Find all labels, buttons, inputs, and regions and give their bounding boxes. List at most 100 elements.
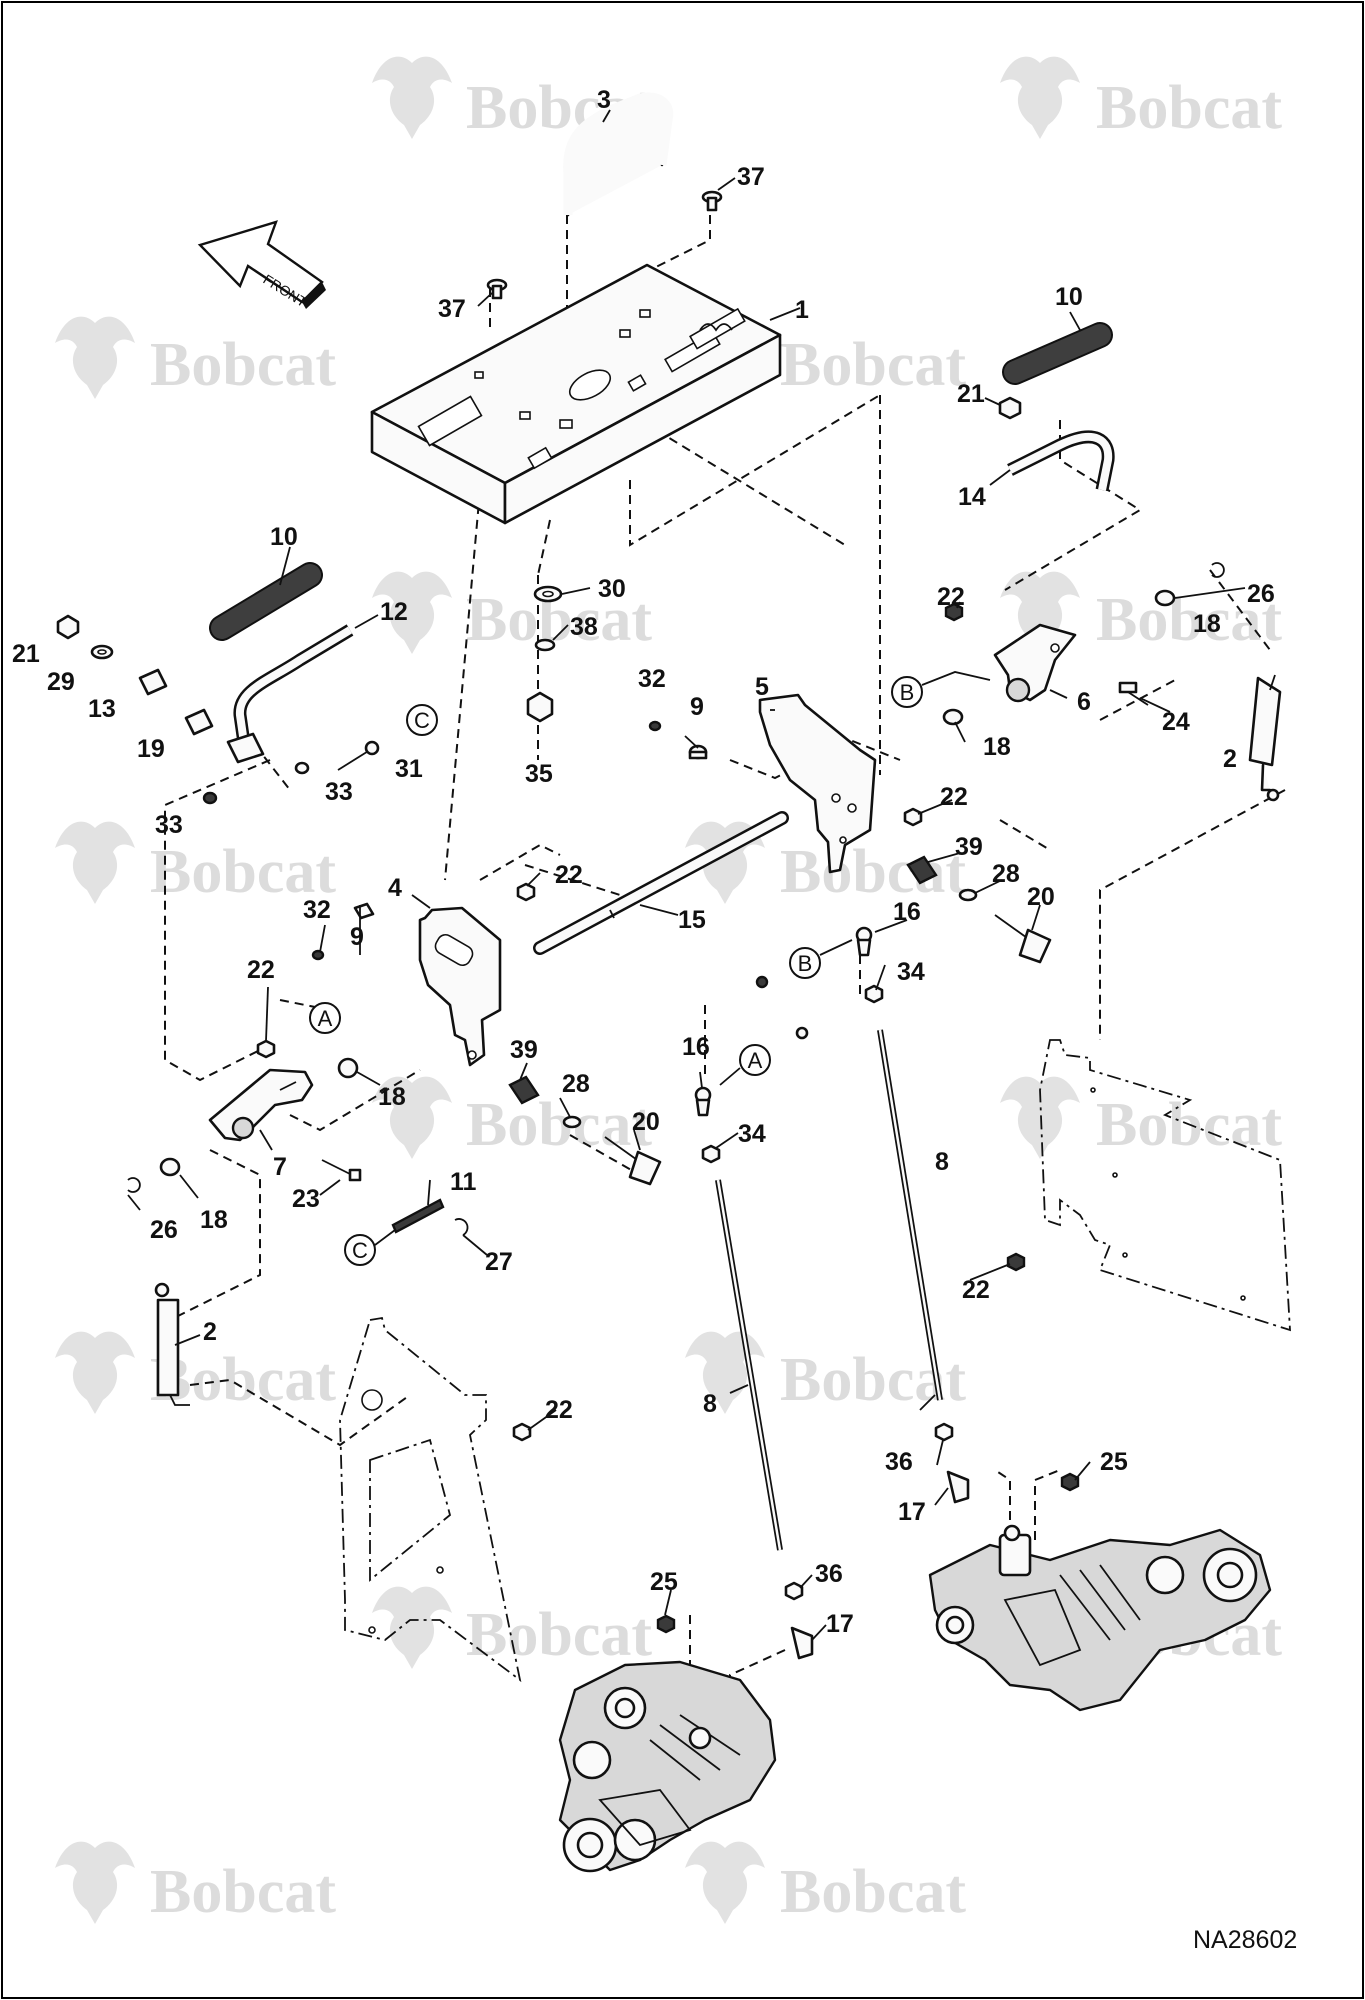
clip-26-left [127,1177,141,1193]
callout-2-left: 2 [203,1318,217,1346]
callout-19: 19 [137,735,165,763]
bobcat-watermark: Bobcat Bobcat Bobcat Bobcat Bobcat Bobca… [55,56,1282,1926]
washer-30 [533,585,563,603]
callout-15: 15 [678,906,706,934]
nut-25-right [1060,1472,1080,1492]
callout-9-left: 9 [350,923,364,951]
reference-marker-C-lower: C [344,1229,396,1266]
callout-18-left-a: 18 [378,1083,406,1111]
svg-text:Bobcat: Bobcat [1096,74,1282,142]
nut-36-right [934,1422,954,1442]
svg-text:B: B [798,951,813,976]
washer-29 [90,644,114,660]
callout-numbers: 1 2 2 3 4 5 6 7 8 8 9 9 10 10 11 12 13 1… [12,86,1275,1638]
callout-13: 13 [88,695,116,723]
callout-29: 29 [47,668,75,696]
callout-28-left: 28 [562,1070,590,1098]
callout-33-a: 33 [325,778,353,806]
svg-text:C: C [352,1238,368,1263]
svg-text:Bobcat: Bobcat [780,331,966,399]
callout-22-right-panel: 22 [962,1276,990,1304]
nut-34-right [864,984,884,1004]
side-panel-left [339,1316,522,1683]
washer-38 [534,638,556,652]
rod-end-17-right [946,1470,970,1504]
callout-34-left: 34 [738,1120,766,1148]
nut-21-left [56,614,80,640]
nut-35 [526,691,554,723]
callout-14: 14 [958,483,986,511]
callout-21-left: 21 [12,640,40,668]
callout-33-b: 33 [155,811,183,839]
knob-20-left [604,1136,662,1186]
callout-8-right: 8 [935,1148,949,1176]
spring-11 [391,1198,445,1234]
callout-22-left-panel: 22 [545,1396,573,1424]
reference-marker-C-upper: C [406,704,438,736]
svg-text:Bobcat: Bobcat [150,1346,336,1414]
callout-25-right: 25 [1100,1448,1128,1476]
callout-22-mid: 22 [555,861,583,889]
nut-22-right-mid [903,807,923,827]
callout-39-right: 39 [955,833,983,861]
nut-33-b [202,791,218,805]
nut-32-mid [648,720,662,732]
callout-2-right: 2 [1223,745,1237,773]
nut-32-left [311,949,325,961]
callout-1: 1 [795,296,809,324]
callout-6: 6 [1077,688,1091,716]
callout-32-mid: 32 [638,665,666,693]
bushing-18-right-a [1154,589,1176,607]
callout-20-left: 20 [632,1108,660,1136]
bolt-37-top [701,190,723,212]
callout-30: 30 [598,575,626,603]
svg-text:Bobcat: Bobcat [150,838,336,906]
washer-28-right [958,888,978,902]
callout-39-left: 39 [510,1036,538,1064]
hydrostatic-transmission-left [558,1660,777,1873]
rod-8-left [715,1179,783,1551]
callout-4: 4 [388,874,402,902]
callout-37-left: 37 [438,295,466,323]
assembly-dashed-lines [159,215,1286,1701]
reference-marker-A-lower: A [719,1026,809,1086]
svg-text:Bobcat: Bobcat [1096,586,1282,654]
callout-22-upper-right: 22 [937,583,965,611]
pivot-arm-7 [208,1068,314,1142]
bolt-23 [321,1159,362,1182]
knob-20-right [994,914,1052,964]
svg-text:A: A [748,1048,763,1073]
rod-end-16-left [694,1086,712,1117]
callout-7: 7 [273,1153,287,1181]
callout-22-mid-right: 22 [940,783,968,811]
hydrostatic-transmission-right [928,1524,1272,1712]
callout-21-right: 21 [957,380,985,408]
bracket-5 [758,693,877,874]
callout-31: 31 [395,755,423,783]
svg-text:A: A [318,1006,333,1031]
callout-38: 38 [570,613,598,641]
callout-16-left: 16 [682,1033,710,1061]
svg-text:Bobcat: Bobcat [780,838,966,906]
front-direction-arrow-icon: FRONT [197,220,326,310]
clip-26-right [1211,562,1225,578]
callout-24: 24 [1162,708,1190,736]
callout-27: 27 [485,1248,513,1276]
callout-18-upper-right: 18 [1193,610,1221,638]
bushing-18-right-b [942,708,964,726]
callout-28-right: 28 [992,860,1020,888]
svg-text:C: C [414,708,430,733]
callout-17-right: 17 [898,1498,926,1526]
bolt-24 [1118,681,1149,706]
lever-12-left [226,624,354,764]
callout-8-left: 8 [703,1390,717,1418]
bushing-18-left-a [337,1057,359,1079]
shaft-15 [533,811,789,955]
spacer-9-mid [688,744,708,760]
callout-12: 12 [380,598,408,626]
callout-16-right: 16 [893,898,921,926]
gas-spring-2-left [154,1282,190,1406]
callout-18-mid-right: 18 [983,733,1011,761]
